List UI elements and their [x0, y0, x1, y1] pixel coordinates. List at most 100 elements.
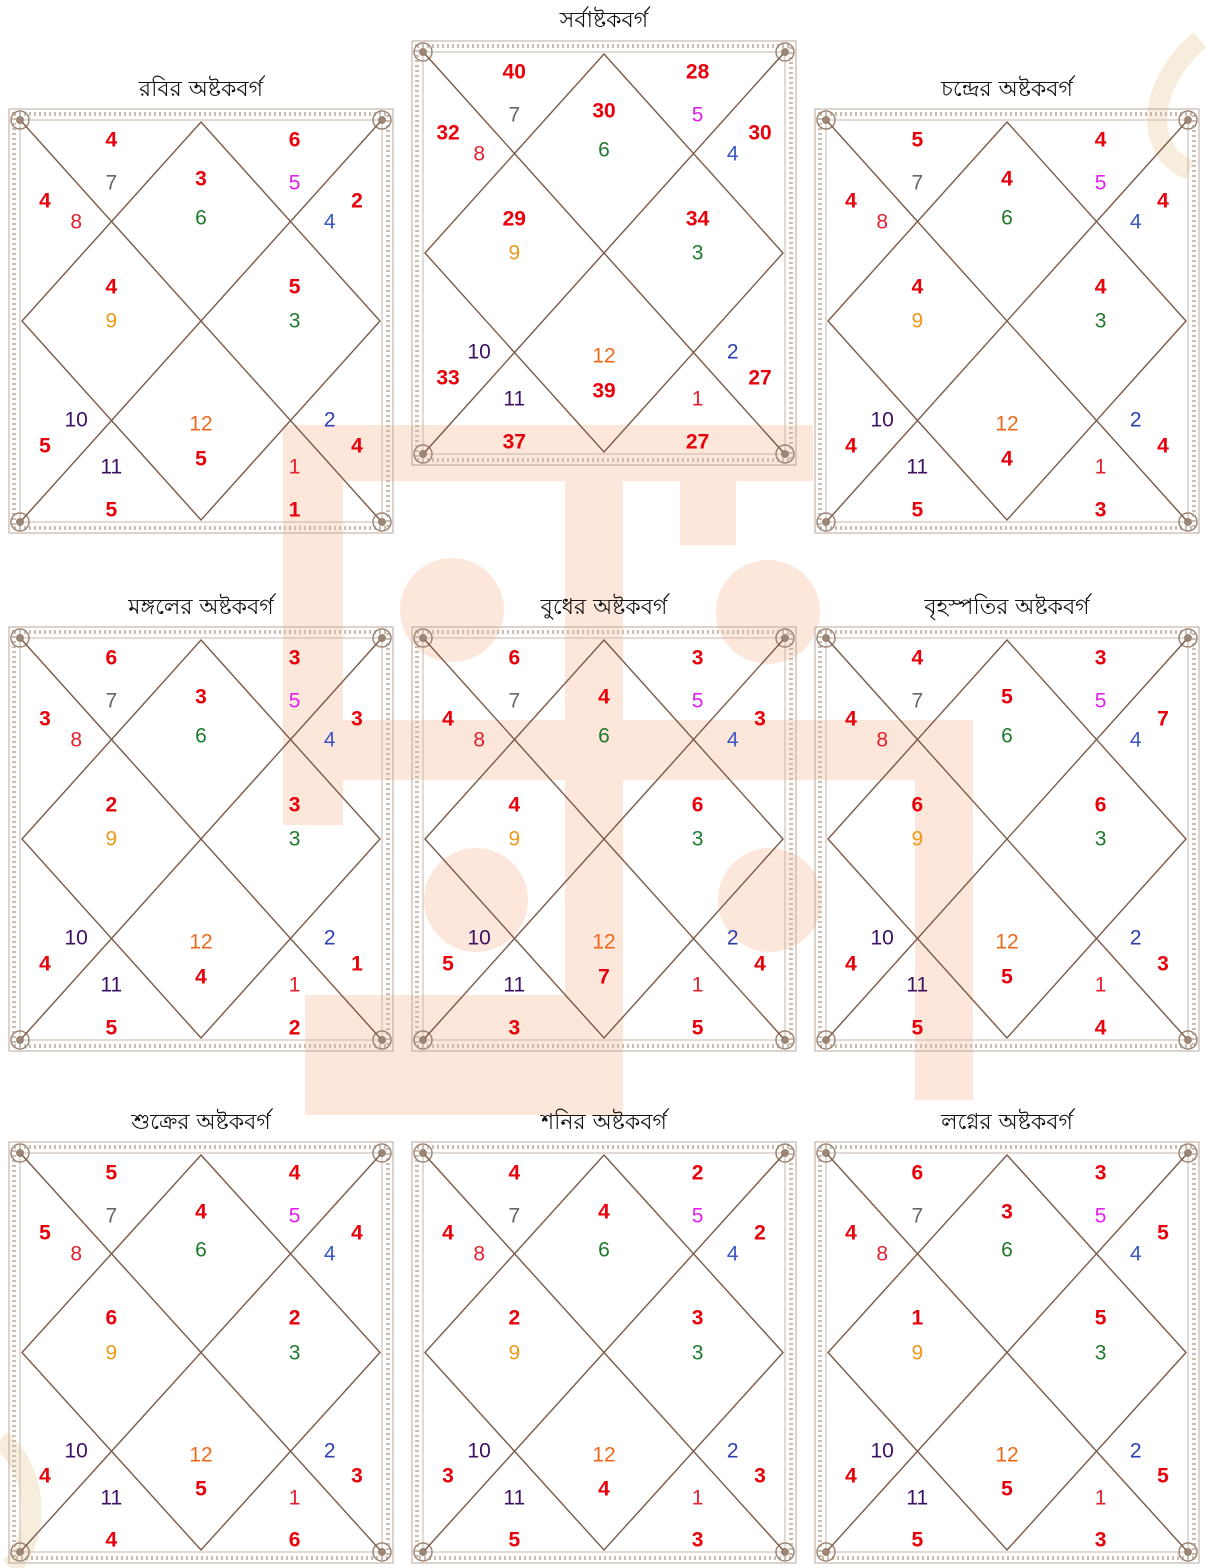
house-sign-number: 1: [1095, 457, 1107, 478]
house-sign-number: 8: [473, 1244, 485, 1265]
chart-title-sun: রবির অষ্টকবর্গ: [6, 72, 396, 109]
house-bindu-value: 4: [351, 435, 363, 456]
house-bindu-value: 5: [195, 448, 207, 469]
house-sign-number: 8: [473, 730, 485, 751]
house-sign-number: 3: [289, 1342, 301, 1363]
house-bindu-value: 3: [754, 1466, 766, 1487]
house-bindu-value: 5: [1095, 1308, 1107, 1329]
house-sign-number: 1: [692, 975, 704, 996]
house-sign-number: 2: [324, 1440, 336, 1461]
house-bindu-value: 3: [351, 1466, 363, 1487]
house-sign-number: 4: [1130, 1244, 1142, 1265]
house-sign-number: 1: [289, 1487, 301, 1508]
house-bindu-value: 39: [592, 380, 615, 401]
house-bindu-value: 37: [503, 432, 526, 453]
house-sign-number: 2: [1130, 1440, 1142, 1461]
house-sign-number: 3: [289, 829, 301, 850]
house-bindu-value: 6: [289, 130, 301, 151]
house-sign-number: 11: [100, 457, 122, 478]
house-bindu-value: 2: [351, 190, 363, 211]
house-bindu-value: 3: [508, 1018, 520, 1039]
house-bindu-value: 3: [289, 648, 301, 669]
house-sign-number: 4: [727, 730, 739, 751]
house-bindu-value: 4: [845, 190, 857, 211]
chart-title-mars: মঙ্গলের অষ্টকবর্গ: [6, 590, 396, 627]
house-sign-number: 6: [598, 1240, 610, 1261]
chart-title-moon: চন্দ্রের অষ্টকবর্গ: [812, 72, 1202, 109]
house-sign-number: 3: [1095, 1342, 1107, 1363]
house-bindu-value: 27: [748, 367, 771, 388]
house-bindu-value: 4: [195, 966, 207, 987]
house-sign-number: 2: [324, 927, 336, 948]
house-sign-number: 9: [508, 243, 520, 264]
house-sign-number: 3: [692, 829, 704, 850]
house-sign-number: 12: [189, 1444, 212, 1465]
house-bindu-value: 6: [692, 794, 704, 815]
house-bindu-value: 7: [598, 966, 610, 987]
house-bindu-value: 4: [195, 1201, 207, 1222]
house-sign-number: 5: [692, 1205, 704, 1226]
house-bindu-value: 4: [1095, 1018, 1107, 1039]
house-sign-number: 11: [503, 975, 525, 996]
house-sign-number: 11: [906, 457, 928, 478]
house-sign-number: 12: [592, 1444, 615, 1465]
house-sign-number: 5: [692, 105, 704, 126]
house-bindu-value: 6: [1095, 794, 1107, 815]
house-bindu-value: 5: [508, 1530, 520, 1551]
house-bindu-value: 28: [686, 62, 709, 83]
chart-title-mercury: বুধের অষ্টকবর্গ: [409, 590, 799, 627]
house-bindu-value: 5: [911, 500, 923, 521]
house-bindu-value: 4: [508, 794, 520, 815]
house-sign-number: 5: [1095, 173, 1107, 194]
house-sign-number: 6: [598, 725, 610, 746]
house-bindu-value: 4: [1001, 448, 1013, 469]
house-sign-number: 1: [692, 1487, 704, 1508]
house-sign-number: 6: [598, 139, 610, 160]
house-sign-number: 1: [692, 389, 704, 410]
house-sign-number: 7: [508, 1205, 520, 1226]
house-sign-number: 3: [692, 1342, 704, 1363]
house-sign-number: 6: [1001, 207, 1013, 228]
house-bindu-value: 4: [39, 953, 51, 974]
house-sign-number: 5: [1095, 1205, 1107, 1226]
house-bindu-value: 4: [105, 130, 117, 151]
house-bindu-value: 4: [1001, 169, 1013, 190]
chart-jupiter: 655347362314125115104968474: [812, 624, 1202, 1054]
house-sign-number: 10: [871, 409, 894, 430]
house-bindu-value: 6: [911, 794, 923, 815]
chart-title-venus: শুক্রের অষ্টকবর্গ: [6, 1105, 396, 1142]
house-bindu-value: 4: [845, 953, 857, 974]
house-bindu-value: 2: [692, 1163, 704, 1184]
house-sign-number: 10: [468, 341, 491, 362]
house-sign-number: 3: [1095, 311, 1107, 332]
house-sign-number: 5: [289, 1205, 301, 1226]
house-bindu-value: 1: [911, 1308, 923, 1329]
house-sign-number: 1: [289, 975, 301, 996]
house-sign-number: 4: [1130, 212, 1142, 233]
house-bindu-value: 4: [911, 648, 923, 669]
house-bindu-value: 5: [1001, 687, 1013, 708]
house-sign-number: 7: [105, 1205, 117, 1226]
house-sign-number: 11: [100, 1487, 122, 1508]
house-sign-number: 9: [508, 1342, 520, 1363]
house-sign-number: 8: [876, 730, 888, 751]
house-sign-number: 11: [906, 1487, 928, 1508]
house-bindu-value: 3: [195, 687, 207, 708]
chart-saturn: 645242332313124115103928474: [409, 1139, 799, 1566]
house-sign-number: 9: [508, 829, 520, 850]
house-bindu-value: 5: [911, 1530, 923, 1551]
house-sign-number: 4: [727, 1244, 739, 1265]
house-sign-number: 2: [1130, 409, 1142, 430]
house-sign-number: 7: [508, 691, 520, 712]
house-sign-number: 9: [911, 829, 923, 850]
house-bindu-value: 2: [289, 1018, 301, 1039]
house-bindu-value: 4: [1095, 276, 1107, 297]
house-bindu-value: 4: [442, 1222, 454, 1243]
house-sign-number: 2: [727, 341, 739, 362]
chart-title-sarva: সর্বাষ্টকবর্গ: [409, 3, 799, 40]
house-sign-number: 10: [871, 927, 894, 948]
house-sign-number: 12: [189, 932, 212, 953]
house-sign-number: 12: [995, 414, 1018, 435]
